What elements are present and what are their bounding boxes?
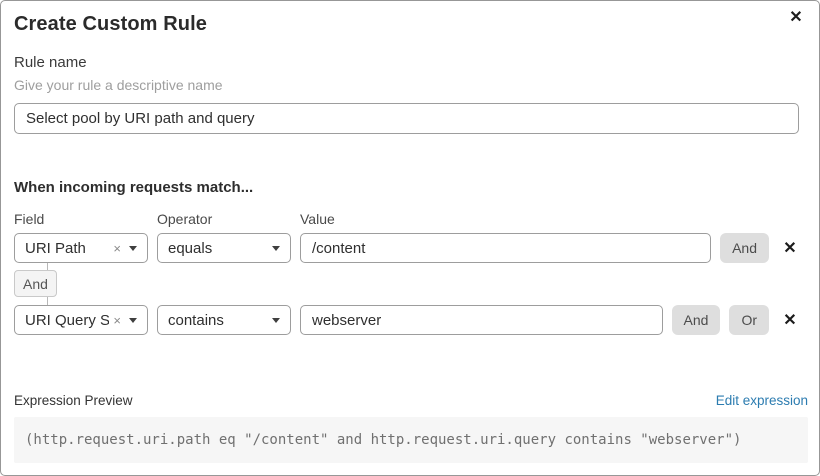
close-icon[interactable]: ✕ — [789, 9, 803, 26]
delete-row-icon[interactable]: ✕ — [783, 312, 797, 329]
match-column-labels: Field Operator Value — [14, 211, 806, 227]
value-column-label: Value — [300, 211, 335, 227]
operator-column-label: Operator — [157, 211, 213, 227]
chevron-down-icon — [129, 317, 137, 323]
chevron-down-icon — [129, 245, 137, 251]
field-column-label: Field — [14, 211, 45, 227]
clear-selection-icon[interactable]: × — [113, 312, 121, 328]
operator-select[interactable]: contains — [157, 305, 291, 335]
edit-expression-link[interactable]: Edit expression — [715, 393, 808, 408]
match-section-heading: When incoming requests match... — [14, 179, 254, 196]
operator-select-value: equals — [168, 239, 213, 257]
rule-name-input[interactable] — [14, 103, 799, 134]
field-select[interactable]: URI Path × — [14, 233, 148, 263]
expression-preview-header: Expression Preview Edit expression — [14, 392, 808, 409]
value-input[interactable] — [300, 233, 712, 263]
and-button[interactable]: And — [671, 305, 721, 335]
rule-name-helper: Give your rule a descriptive name — [14, 77, 223, 93]
expression-preview-code: (http.request.uri.path eq "/content" and… — [14, 417, 808, 463]
connector-line — [47, 263, 48, 270]
rule-name-label: Rule name — [14, 54, 87, 71]
connector-line — [47, 297, 48, 305]
operator-select-value: contains — [168, 311, 224, 329]
value-input[interactable] — [300, 305, 663, 335]
expression-preview-label: Expression Preview — [14, 393, 133, 408]
chevron-down-icon — [272, 317, 280, 323]
page-title: Create Custom Rule — [14, 13, 207, 35]
field-select[interactable]: URI Query St... × — [14, 305, 148, 335]
and-button[interactable]: And — [720, 233, 769, 263]
or-button[interactable]: Or — [729, 305, 769, 335]
chevron-down-icon — [272, 245, 280, 251]
match-row: URI Query St... × contains And Or ✕ — [14, 305, 799, 335]
operator-select[interactable]: equals — [157, 233, 291, 263]
clear-selection-icon[interactable]: × — [113, 240, 121, 256]
delete-row-icon[interactable]: ✕ — [783, 240, 797, 257]
match-row: URI Path × equals And ✕ — [14, 233, 799, 263]
and-connector-badge: And — [14, 270, 57, 297]
field-select-value: URI Query St... — [25, 311, 110, 329]
field-select-value: URI Path — [25, 239, 86, 257]
